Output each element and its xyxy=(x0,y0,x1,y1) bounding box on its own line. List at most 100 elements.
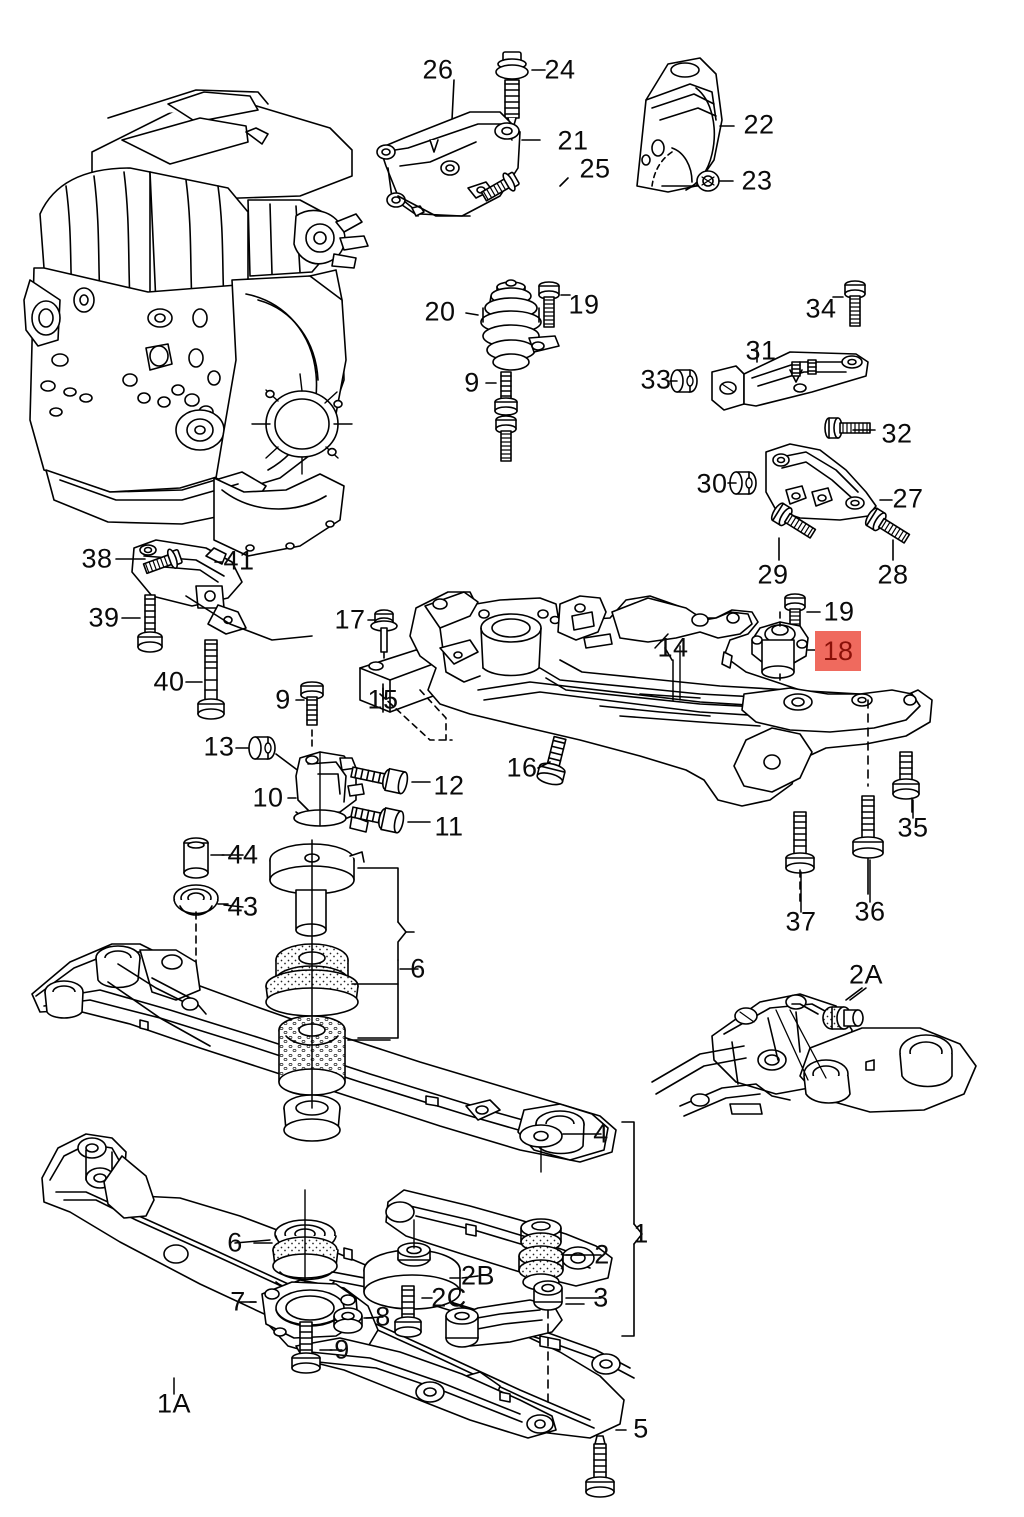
callout-c3[interactable]: 3 xyxy=(593,1282,609,1313)
callout-c28[interactable]: 28 xyxy=(877,559,909,590)
bolt-24 xyxy=(495,51,546,133)
callout-c35[interactable]: 35 xyxy=(897,812,929,843)
pendulum-rod-3 xyxy=(445,1280,585,1405)
engine-bracket-21 xyxy=(376,111,541,217)
callout-c19a[interactable]: 19 xyxy=(568,289,600,320)
callout-c14[interactable]: 14 xyxy=(657,632,689,663)
callout-c10[interactable]: 10 xyxy=(252,782,284,813)
callout-c9a[interactable]: 9 xyxy=(464,367,480,398)
callout-c41[interactable]: 41 xyxy=(223,545,255,576)
group-bracket-1 xyxy=(621,1121,643,1337)
callout-c37[interactable]: 37 xyxy=(785,906,817,937)
support-bracket-31 xyxy=(711,349,869,411)
mount-18 xyxy=(751,611,819,711)
damper-block-15 xyxy=(359,649,453,741)
washer-8 xyxy=(333,1307,373,1334)
bolt-9-lower xyxy=(291,1321,333,1374)
grommet-23 xyxy=(696,170,734,192)
callout-c2B[interactable]: 2B xyxy=(460,1260,496,1291)
buffer-2 xyxy=(518,1218,585,1291)
callout-c31[interactable]: 31 xyxy=(745,335,777,366)
bolt-2C xyxy=(394,1285,433,1338)
gearbox-bracket-27 xyxy=(765,443,893,521)
nut-13 xyxy=(235,736,301,773)
callout-c15[interactable]: 15 xyxy=(367,684,399,715)
callout-c2C[interactable]: 2C xyxy=(431,1282,467,1313)
callout-c1[interactable]: 1 xyxy=(633,1218,649,1249)
callout-c11[interactable]: 11 xyxy=(434,811,464,842)
callout-c39[interactable]: 39 xyxy=(88,602,120,633)
mount-6-lower xyxy=(253,1189,339,1297)
bolt-5 xyxy=(585,1429,627,1498)
callout-c6b[interactable]: 6 xyxy=(227,1227,243,1258)
callout-18-highlighted[interactable]: 18 xyxy=(815,631,861,671)
callout-c16[interactable]: 16 xyxy=(506,752,538,783)
callout-c1A[interactable]: 1A xyxy=(156,1388,192,1419)
washer-4 xyxy=(519,1124,585,1173)
callout-c20[interactable]: 20 xyxy=(424,296,456,327)
callout-c19b[interactable]: 19 xyxy=(823,596,855,627)
callout-c12[interactable]: 12 xyxy=(433,770,465,801)
engine-mount-20 xyxy=(465,279,560,371)
bolt-41 xyxy=(141,545,223,579)
mount-stack-6-upper xyxy=(265,839,415,1142)
callout-c38[interactable]: 38 xyxy=(81,543,113,574)
nut-33 xyxy=(669,369,698,393)
callout-c32[interactable]: 32 xyxy=(881,418,913,449)
bolt-25 xyxy=(478,168,569,206)
callout-c6a[interactable]: 6 xyxy=(410,953,426,984)
nut-30 xyxy=(727,471,757,495)
callout-c36[interactable]: 36 xyxy=(854,896,886,927)
callout-c27[interactable]: 27 xyxy=(892,483,924,514)
callout-c24[interactable]: 24 xyxy=(544,54,576,85)
subframe-14 xyxy=(409,591,933,807)
pendulum-bracket-10 xyxy=(287,751,369,833)
callout-c34[interactable]: 34 xyxy=(805,293,837,324)
bolt-34 xyxy=(832,280,866,327)
callout-c2A[interactable]: 2A xyxy=(848,959,884,990)
callout-c9c[interactable]: 9 xyxy=(334,1334,350,1365)
bolt-32 xyxy=(824,417,876,439)
callout-c40[interactable]: 40 xyxy=(153,666,185,697)
bolt-26 xyxy=(428,79,472,153)
bolt-9-middle xyxy=(295,681,324,751)
bolt-39 xyxy=(121,594,163,653)
bolt-36 xyxy=(852,699,884,895)
callout-c25[interactable]: 25 xyxy=(579,153,611,184)
callout-c9b[interactable]: 9 xyxy=(275,684,291,715)
callout-c5[interactable]: 5 xyxy=(633,1413,649,1444)
bolt-16 xyxy=(536,735,567,786)
bolt-17 xyxy=(367,609,398,675)
callout-c44[interactable]: 44 xyxy=(227,839,259,870)
bolt-29 xyxy=(768,500,819,561)
callout-c21[interactable]: 21 xyxy=(557,125,589,156)
bolt-19-upper xyxy=(538,281,571,328)
bolt-35 xyxy=(892,751,920,813)
callout-c4[interactable]: 4 xyxy=(593,1118,609,1149)
heat-shield-22 xyxy=(636,57,735,193)
front-suspension-2A xyxy=(651,987,977,1117)
callout-c7[interactable]: 7 xyxy=(230,1286,246,1317)
engine-block xyxy=(23,89,369,641)
callout-c17[interactable]: 17 xyxy=(334,604,366,635)
bolt-19-lower xyxy=(784,593,821,640)
callout-c43[interactable]: 43 xyxy=(227,891,259,922)
callout-c26[interactable]: 26 xyxy=(422,54,454,85)
bolt-9-upper xyxy=(485,371,518,462)
bolt-11 xyxy=(350,806,431,834)
callout-c23[interactable]: 23 xyxy=(741,165,773,196)
leader-lines xyxy=(173,633,914,1395)
callout-c29[interactable]: 29 xyxy=(757,559,789,590)
bolt-28 xyxy=(862,505,913,561)
callout-c22[interactable]: 22 xyxy=(743,109,775,140)
callout-c8[interactable]: 8 xyxy=(375,1301,391,1332)
callout-c13[interactable]: 13 xyxy=(203,731,235,762)
callout-c30[interactable]: 30 xyxy=(696,468,728,499)
bolt-40 xyxy=(185,639,225,720)
sleeve-44 xyxy=(183,837,225,879)
callout-c33[interactable]: 33 xyxy=(640,364,672,395)
bolt-12 xyxy=(350,766,431,795)
callout-c2[interactable]: 2 xyxy=(594,1239,610,1270)
